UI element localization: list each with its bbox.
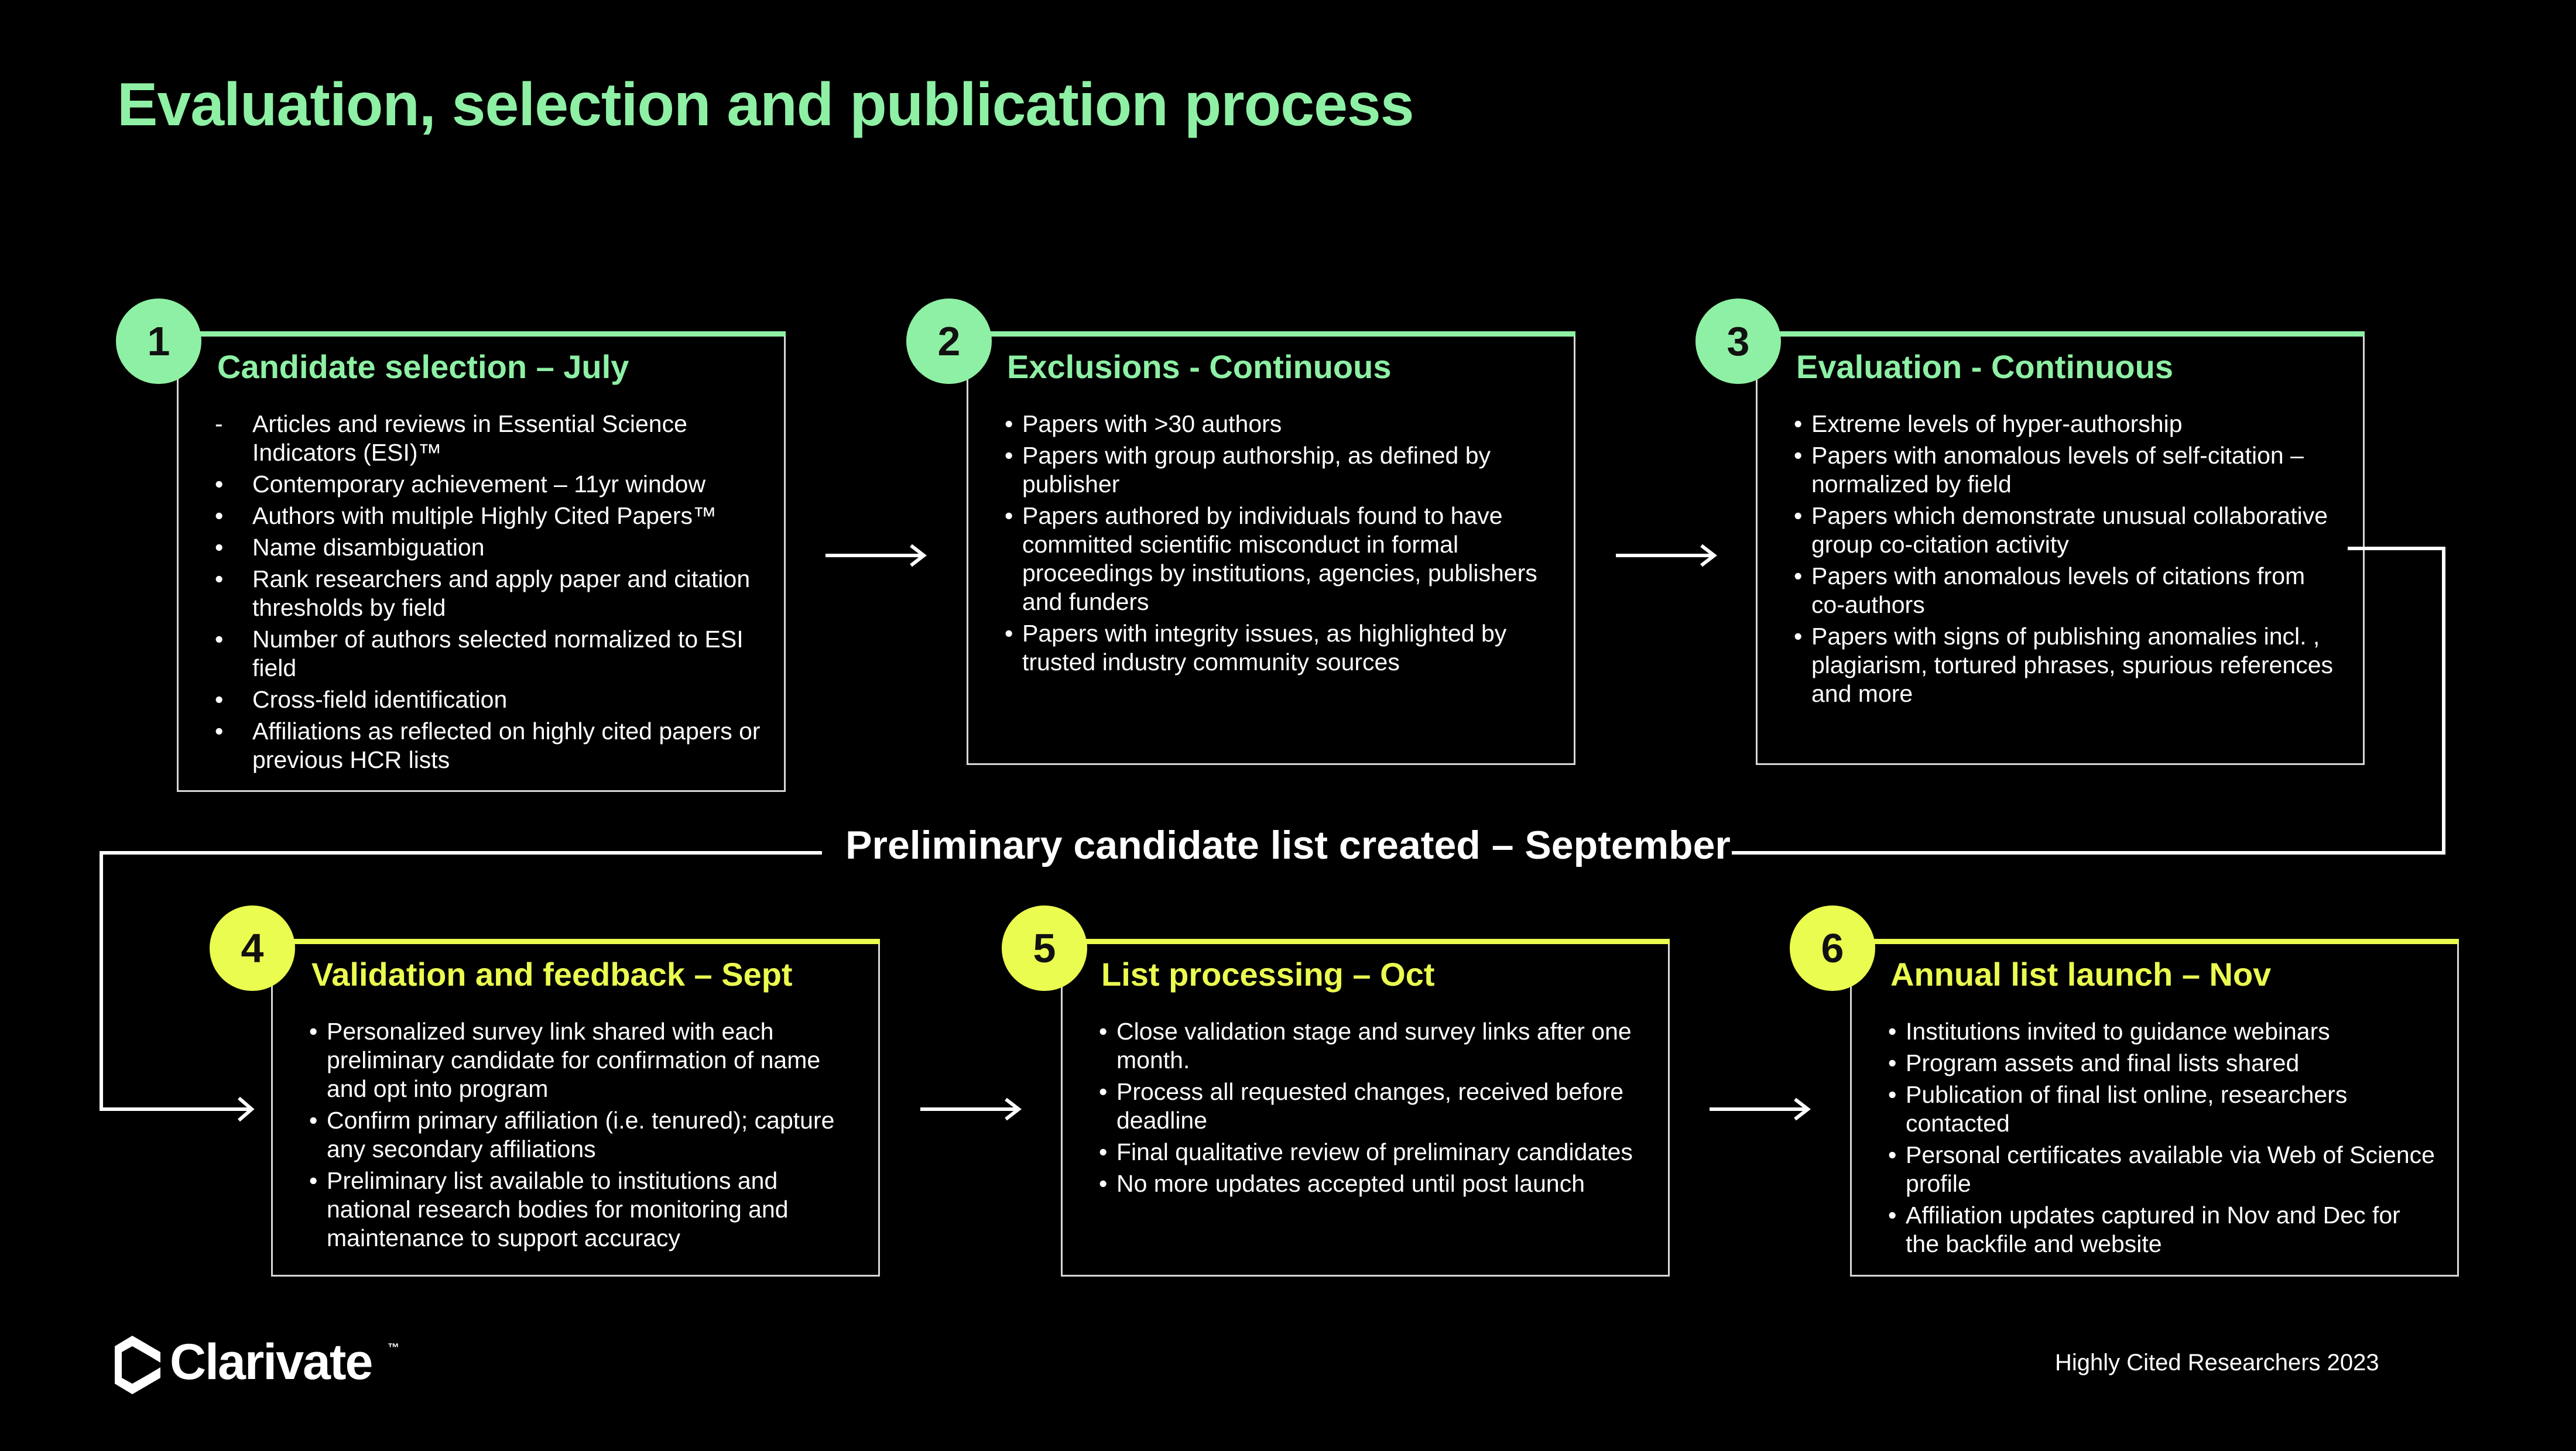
step-6-number-badge: 6: [1790, 905, 1875, 991]
list-item: Papers with signs of publishing anomalie…: [1794, 622, 2342, 708]
list-item: Contemporary achievement – 11yr window: [215, 470, 763, 499]
step-3-accent-line: [1758, 331, 2365, 337]
step-2-accent-line: [968, 331, 1575, 337]
list-item: Institutions invited to guidance webinar…: [1888, 1017, 2436, 1046]
step-3-box: Evaluation - Continuous Extreme levels o…: [1756, 331, 2365, 765]
list-item: Articles and reviews in Essential Scienc…: [215, 410, 763, 467]
list-item: Publication of final list online, resear…: [1888, 1080, 2436, 1138]
step-6-box: Annual list launch – Nov Institutions in…: [1850, 939, 2459, 1277]
list-item: Rank researchers and apply paper and cit…: [215, 565, 763, 622]
step-6-list: Institutions invited to guidance webinar…: [1888, 1017, 2436, 1261]
list-item: Affiliations as reflected on highly cite…: [215, 717, 763, 774]
arrow-right-icon: [825, 544, 927, 567]
list-item: Personal certificates available via Web …: [1888, 1141, 2436, 1198]
list-item: Confirm primary affiliation (i.e. tenure…: [309, 1106, 857, 1164]
list-item: Papers with >30 authors: [1005, 410, 1553, 438]
list-item: Affiliation updates captured in Nov and …: [1888, 1201, 2436, 1258]
step-2-list: Papers with >30 authors Papers with grou…: [1005, 410, 1553, 680]
step-2-number-badge: 2: [906, 299, 992, 384]
arrow-right-icon: [920, 1097, 1022, 1121]
step-4-box: Validation and feedback – Sept Personali…: [271, 939, 880, 1277]
step-1-number-badge: 1: [116, 299, 201, 384]
clarivate-logo-icon: [115, 1336, 160, 1394]
list-item: Cross-field identification: [215, 685, 763, 714]
step-5-number-badge: 5: [1002, 905, 1087, 991]
list-item: Authors with multiple Highly Cited Paper…: [215, 502, 763, 530]
list-item: Papers with group authorship, as defined…: [1005, 441, 1553, 499]
step-5-accent-line: [1063, 939, 1670, 944]
step-1-box: Candidate selection – July Articles and …: [177, 331, 786, 792]
trademark-symbol: ™: [388, 1342, 399, 1354]
step-1-list: Articles and reviews in Essential Scienc…: [215, 410, 763, 777]
step-4-heading: Validation and feedback – Sept: [311, 956, 793, 993]
list-item: Papers with integrity issues, as highlig…: [1005, 619, 1553, 677]
list-item: Papers authored by individuals found to …: [1005, 502, 1553, 616]
arrow-right-icon: [1616, 544, 1717, 567]
list-item: Process all requested changes, received …: [1099, 1078, 1647, 1135]
page-title: Evaluation, selection and publication pr…: [117, 71, 1414, 139]
list-item: No more updates accepted until post laun…: [1099, 1169, 1647, 1198]
step-2-heading: Exclusions - Continuous: [1007, 348, 1392, 385]
milestone-label: Preliminary candidate list created – Sep…: [845, 823, 1731, 867]
step-2-box: Exclusions - Continuous Papers with >30 …: [967, 331, 1575, 765]
step-6-accent-line: [1852, 939, 2459, 944]
list-item: Personalized survey link shared with eac…: [309, 1017, 857, 1103]
footer-text: Highly Cited Researchers 2023: [2055, 1350, 2379, 1375]
list-item: Program assets and final lists shared: [1888, 1049, 2436, 1078]
list-item: Papers with anomalous levels of self-cit…: [1794, 441, 2342, 499]
step-5-heading: List processing – Oct: [1101, 956, 1435, 993]
step-1-accent-line: [179, 331, 786, 337]
step-4-number-badge: 4: [210, 905, 295, 991]
list-item: Preliminary list available to institutio…: [309, 1167, 857, 1253]
step-3-number-badge: 3: [1695, 299, 1781, 384]
list-item: Extreme levels of hyper-authorship: [1794, 410, 2342, 438]
list-item: Final qualitative review of preliminary …: [1099, 1138, 1647, 1167]
step-4-list: Personalized survey link shared with eac…: [309, 1017, 857, 1256]
list-item: Name disambiguation: [215, 533, 763, 562]
step-3-list: Extreme levels of hyper-authorship Paper…: [1794, 410, 2342, 711]
list-item: Close validation stage and survey links …: [1099, 1017, 1647, 1075]
step-5-list: Close validation stage and survey links …: [1099, 1017, 1647, 1201]
step-4-accent-line: [273, 939, 880, 944]
list-item: Papers with anomalous levels of citation…: [1794, 562, 2342, 619]
step-6-heading: Annual list launch – Nov: [1890, 956, 2272, 993]
arrow-right-icon: [1710, 1097, 1811, 1121]
list-item: Number of authors selected normalized to…: [215, 625, 763, 682]
step-5-box: List processing – Oct Close validation s…: [1061, 939, 1670, 1277]
list-item: Papers which demonstrate unusual collabo…: [1794, 502, 2342, 559]
step-1-heading: Candidate selection – July: [217, 348, 629, 385]
clarivate-logo-text: Clarivate: [170, 1334, 373, 1390]
step-3-heading: Evaluation - Continuous: [1796, 348, 2173, 385]
